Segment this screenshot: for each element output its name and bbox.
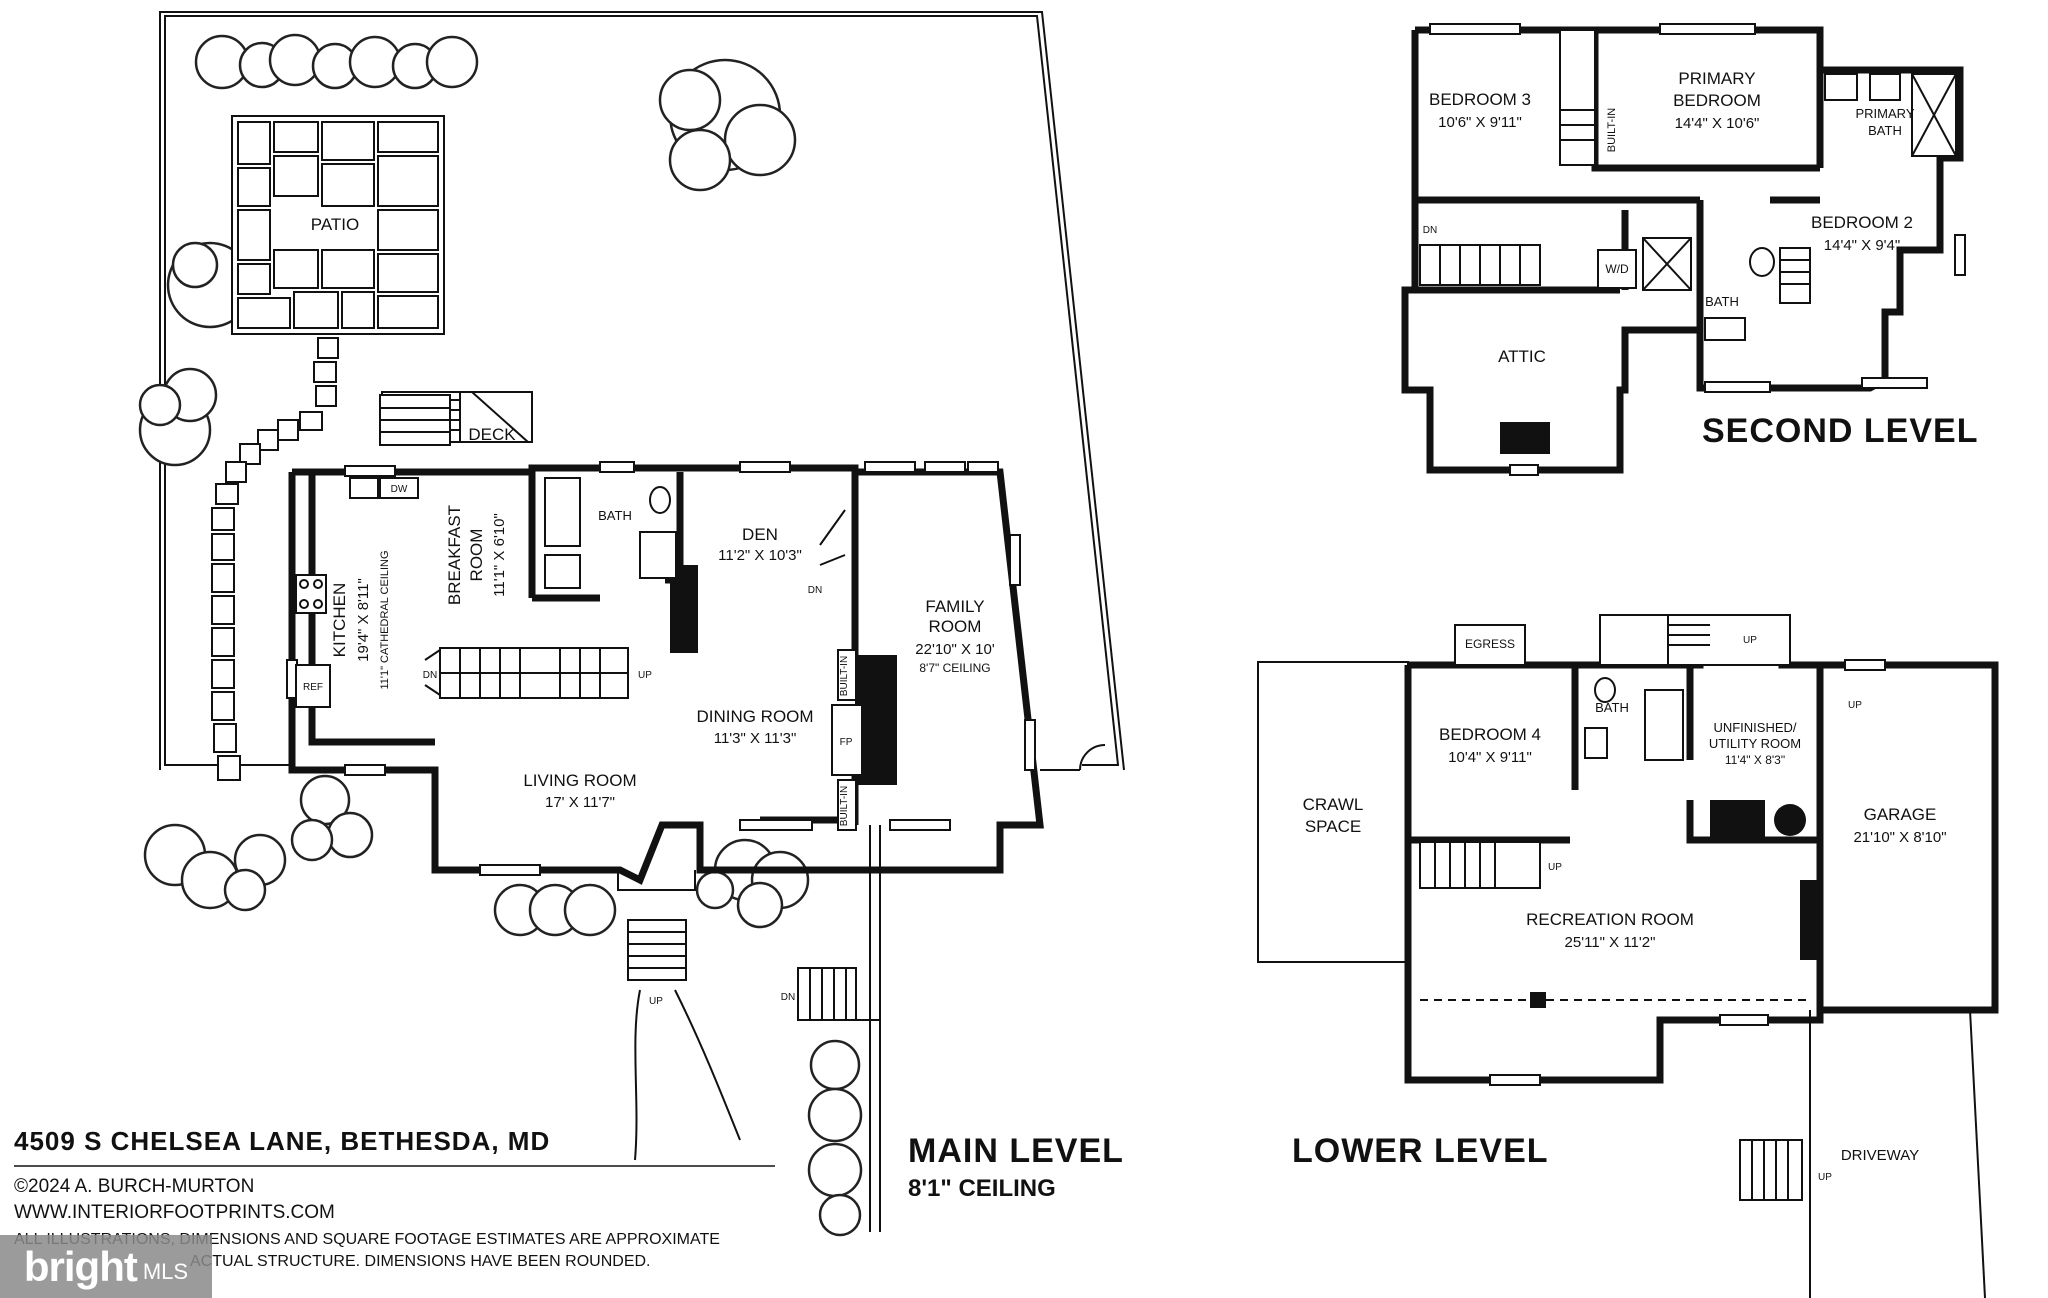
main-level-ceiling: 8'1" CEILING <box>908 1175 1056 1202</box>
utility-name-2: UTILITY ROOM <box>1709 736 1801 751</box>
family-note: 8'7" CEILING <box>919 661 990 675</box>
patio: PATIO <box>231 115 445 335</box>
main-level-title: MAIN LEVEL <box>908 1132 1124 1170</box>
primary-bedroom-dim: 14'4" X 10'6" <box>1675 115 1760 132</box>
lower-level-title: LOWER LEVEL <box>1292 1132 1549 1170</box>
second-bath: BATH <box>1705 294 1739 309</box>
utility-dim: 11'4" X 8'3" <box>1725 753 1785 767</box>
driveway-up: UP <box>1818 1172 1832 1183</box>
bedroom3-name: BEDROOM 3 <box>1429 90 1531 109</box>
stepping-stones <box>211 337 339 781</box>
address: 4509 S CHELSEA LANE, BETHESDA, MD <box>14 1126 550 1156</box>
front-entry-stairs: UP <box>617 870 741 1161</box>
living-dim: 17' X 11'7" <box>545 794 615 811</box>
disclaimer-2: ACTUAL STRUCTURE. DIMENSIONS HAVE BEEN R… <box>190 1253 651 1270</box>
bedroom4-name: BEDROOM 4 <box>1439 725 1541 744</box>
side-stair-dn: DN <box>781 992 795 1003</box>
bedroom3-dim: 10'6" X 9'11" <box>1438 114 1522 131</box>
washer-dryer-label: W/D <box>1605 262 1629 276</box>
trees <box>138 33 863 1237</box>
family-name-2: ROOM <box>929 617 982 636</box>
primary-bath-2: BATH <box>1868 123 1902 138</box>
recreation-dim: 25'11" X 11'2" <box>1565 934 1656 951</box>
crawl-space <box>1257 661 1409 963</box>
builtin-label-2: BUILT-IN <box>839 786 850 826</box>
primary-bedroom-name-1: PRIMARY <box>1678 69 1755 88</box>
deck-label: DECK <box>468 425 516 444</box>
dining-name: DINING ROOM <box>696 707 813 726</box>
main-level: PATIO DECK <box>138 11 1125 1237</box>
utility-name-1: UNFINISHED/ <box>1713 720 1796 735</box>
watermark-suffix: MLS <box>142 1258 189 1284</box>
second-stair-dn: DN <box>1423 225 1437 236</box>
family-dim: 22'10" X 10' <box>915 641 995 658</box>
kitchen-name: KITCHEN <box>330 583 349 658</box>
bedroom2-dim: 14'4" X 9'4" <box>1824 237 1900 254</box>
breakfast-dim: 11'1" X 6'10" <box>491 513 508 597</box>
egress-label: EGRESS <box>1465 637 1515 651</box>
garage-up: UP <box>1848 700 1862 711</box>
chimney <box>670 565 698 653</box>
builtin-label-1: BUILT-IN <box>839 656 850 696</box>
patio-label: PATIO <box>311 215 360 234</box>
primary-bath-1: PRIMARY <box>1856 106 1915 121</box>
breakfast-name-1: BREAKFAST <box>445 505 464 605</box>
recreation-name: RECREATION ROOM <box>1526 910 1694 929</box>
copyright: ©2024 A. BURCH-MURTON <box>14 1176 254 1197</box>
main-stair-up: UP <box>638 670 652 681</box>
lower-top-up: UP <box>1743 635 1757 646</box>
dining-dim: 11'3" X 11'3" <box>714 730 797 747</box>
attic-label: ATTIC <box>1498 347 1546 366</box>
driveway-label: DRIVEWAY <box>1841 1147 1919 1164</box>
crawl-name-1: CRAWL <box>1303 795 1364 814</box>
bedroom2-name: BEDROOM 2 <box>1811 213 1913 232</box>
second-level: W/D DN BEDROOM 3 10'6" X 9'11" PRIMARY B… <box>1401 23 1978 476</box>
second-builtin: BUILT-IN <box>1606 108 1618 152</box>
lot-line <box>164 15 1120 766</box>
second-level-title: SECOND LEVEL <box>1702 412 1978 450</box>
main-bath-label: BATH <box>598 508 632 523</box>
bedroom4-dim: 10'4" X 9'11" <box>1448 749 1532 766</box>
egress-well <box>1454 624 1526 666</box>
breakfast-name-2: ROOM <box>467 529 486 582</box>
den-name: DEN <box>742 525 778 544</box>
entry-stair-up: UP <box>649 996 663 1007</box>
main-exterior-wall <box>288 464 1044 885</box>
lower-stair-up: UP <box>1548 862 1562 873</box>
family-name-1: FAMILY <box>925 597 984 616</box>
garage-dim: 21'10" X 8'10" <box>1853 829 1946 846</box>
fireplace-label: FP <box>840 737 853 748</box>
website: WWW.INTERIORFOOTPRINTS.COM <box>14 1202 335 1223</box>
primary-bedroom-name-2: BEDROOM <box>1673 91 1761 110</box>
den-dn: DN <box>808 585 822 596</box>
second-exterior-wall <box>1401 26 1964 474</box>
side-stairs: DN <box>781 825 881 1232</box>
kitchen-dim: 19'4" X 8'11" <box>355 578 372 662</box>
footer: 4509 S CHELSEA LANE, BETHESDA, MD ©2024 … <box>14 1126 775 1270</box>
den-dim: 11'2" X 10'3" <box>718 547 802 564</box>
living-name: LIVING ROOM <box>523 771 636 790</box>
main-stair-dn: DN <box>423 670 437 681</box>
watermark-brand: bright <box>23 1242 138 1290</box>
refrigerator-label: REF <box>303 682 323 693</box>
lower-level: CRAWL SPACE EGRESS UP UP <box>1257 614 1999 1298</box>
bright-mls-watermark: bright MLS <box>0 1235 212 1298</box>
garage-name: GARAGE <box>1864 805 1937 824</box>
crawl-name-2: SPACE <box>1305 817 1361 836</box>
kitchen-note: 11'1" CATHEDRAL CEILING <box>379 550 391 689</box>
main-stairs: DN UP <box>423 647 652 699</box>
lower-bath: BATH <box>1595 700 1629 715</box>
dishwasher-label: DW <box>391 484 408 495</box>
main-windows <box>286 461 1036 876</box>
